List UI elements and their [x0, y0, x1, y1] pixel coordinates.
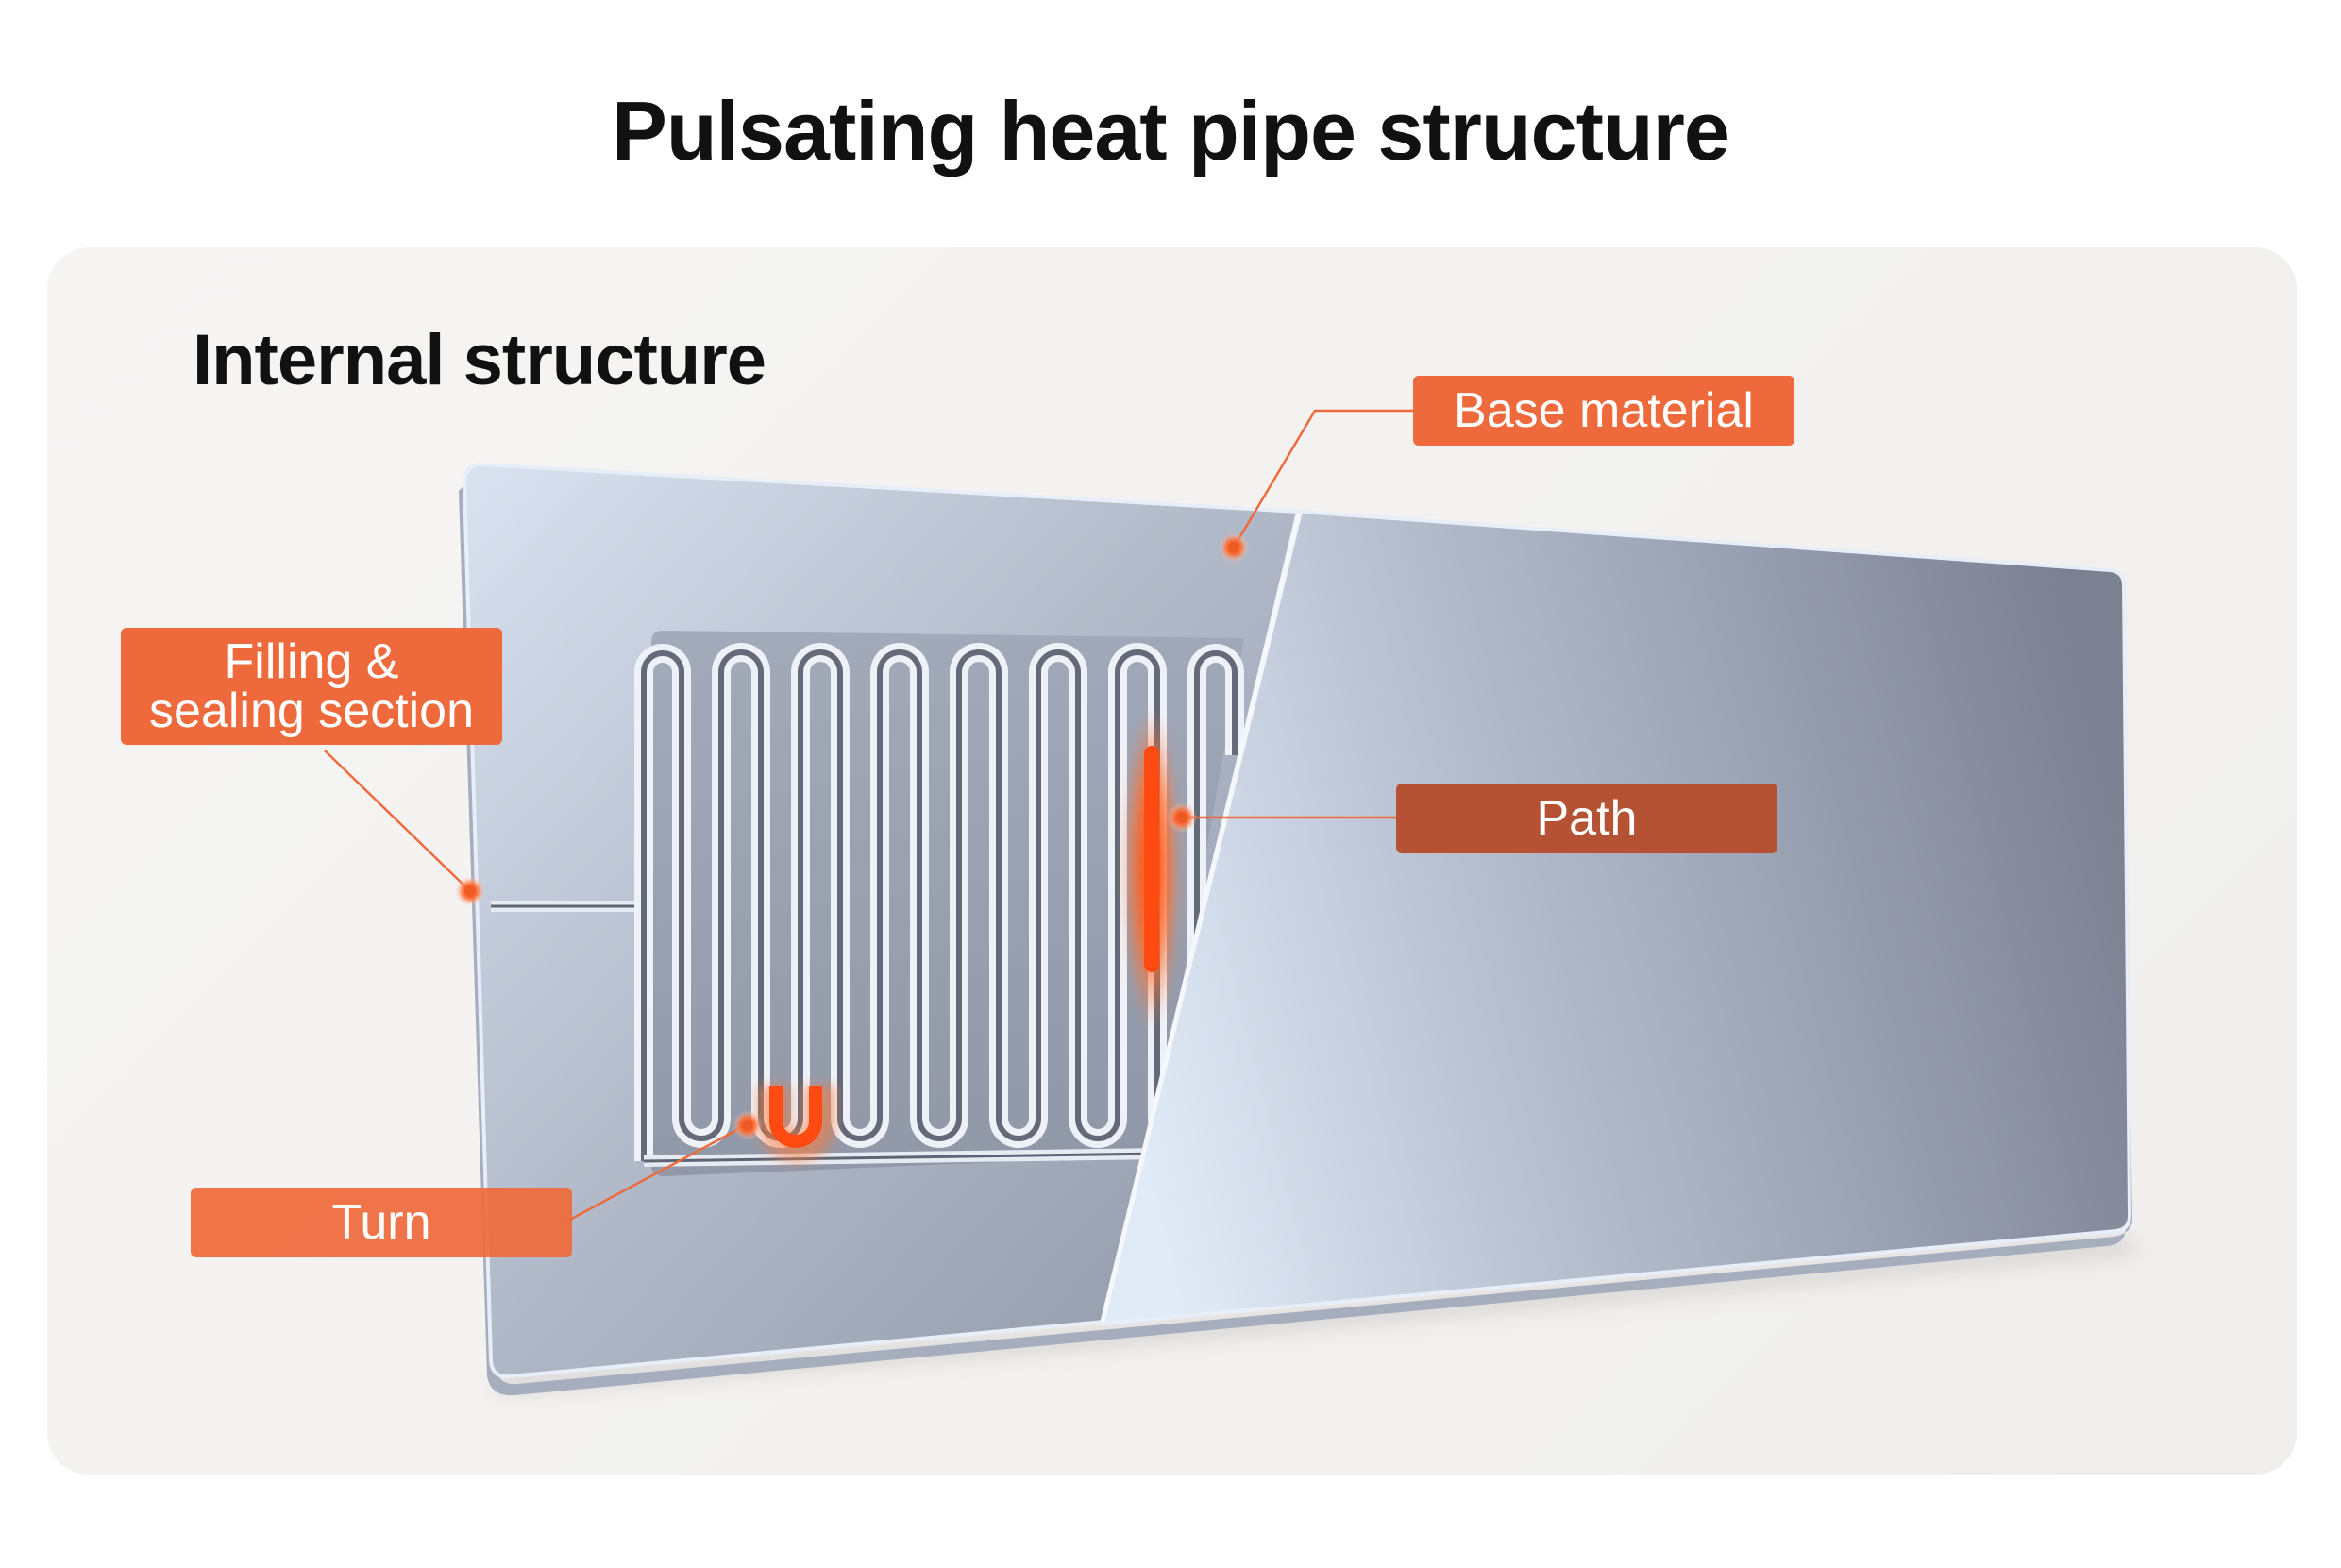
label-filling-sealing-section: Filling & sealing section — [121, 628, 502, 745]
label-turn: Turn — [191, 1188, 572, 1257]
path-glow — [1123, 708, 1180, 1029]
label-filling-line1: Filling & — [224, 634, 399, 689]
turn-glow — [758, 1086, 835, 1162]
label-base-material: Base material — [1413, 376, 1794, 446]
panel-heading: Internal structure — [193, 320, 766, 400]
serpentine-path — [634, 643, 1244, 1167]
label-path: Path — [1396, 784, 1777, 853]
base-plate-front — [1100, 509, 2132, 1326]
cut-edge — [1100, 513, 1302, 1323]
leader-lines — [324, 409, 1413, 1223]
callout-dots — [455, 532, 1249, 1140]
page-title: Pulsating heat pipe structure — [612, 84, 1730, 177]
label-filling-line2: sealing section — [149, 683, 474, 738]
